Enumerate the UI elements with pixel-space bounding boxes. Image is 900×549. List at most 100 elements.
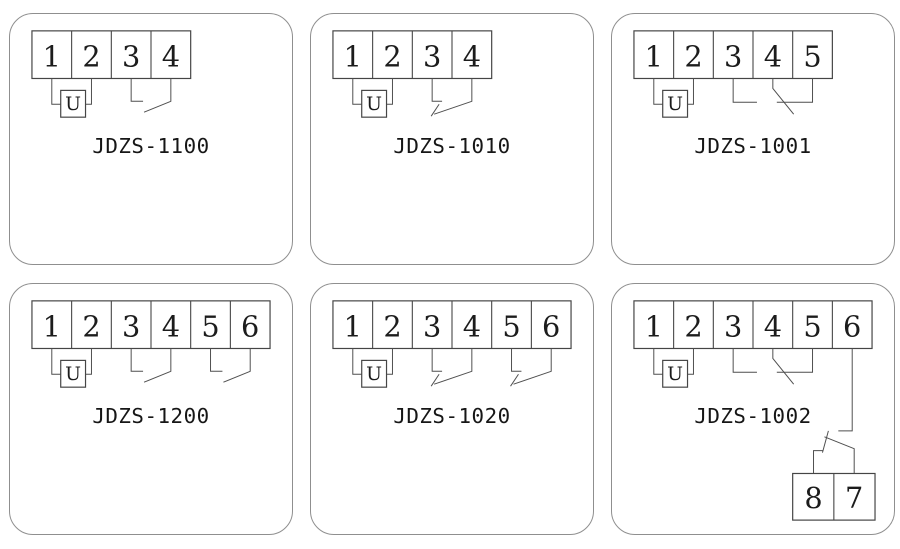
fixed-contact-lead [130, 348, 144, 372]
model-label: JDZS-1020 [393, 404, 510, 428]
terminal-number: 6 [241, 310, 259, 344]
terminal-number: 3 [423, 40, 441, 74]
terminal-number: 4 [463, 40, 481, 74]
closed-contact-tick [430, 104, 440, 117]
contact-normally-open [130, 348, 172, 383]
fixed-contact-lead-left [732, 348, 757, 373]
aux-lead-from-terminal-6 [838, 348, 853, 432]
terminal-number: 4 [463, 310, 481, 344]
terminal-number: 5 [803, 40, 821, 74]
terminal-number: 2 [383, 310, 401, 344]
terminal-number: 2 [684, 40, 702, 74]
aux-contact-blade [824, 436, 855, 474]
model-label: JDZS-1010 [393, 134, 510, 158]
terminal-strip-outline [633, 30, 833, 80]
contact-blade [433, 348, 473, 385]
closed-contact-tick [430, 374, 440, 387]
contact-normally-closed [510, 348, 552, 387]
u-box [662, 89, 689, 118]
model-label: JDZS-1200 [92, 404, 209, 428]
terminal-number: 1 [344, 310, 362, 344]
terminal-number: 3 [423, 310, 441, 344]
coil-lead-left [653, 78, 663, 105]
u-label: U [667, 364, 683, 385]
coil-lead-right [85, 78, 92, 105]
u-box [662, 359, 689, 388]
terminal-number: 2 [82, 310, 100, 344]
fixed-contact-lead [210, 348, 223, 372]
coil-assembly: U [51, 78, 92, 118]
fixed-contact-lead-right [776, 78, 814, 103]
coil-lead-left [653, 348, 663, 375]
model-label: JDZS-1100 [92, 134, 209, 158]
coil-lead-right [687, 78, 694, 105]
terminal-number: 4 [162, 40, 180, 74]
terminal-number: 2 [82, 40, 100, 74]
terminal-number: 6 [843, 310, 861, 344]
terminal-number: 4 [764, 40, 782, 74]
terminal-number: 2 [383, 40, 401, 74]
terminal-number: 4 [162, 310, 180, 344]
model-label: JDZS-1002 [694, 404, 811, 428]
u-box [361, 359, 388, 388]
aux-closed-contact-tick [821, 430, 829, 453]
aux-lead-terminal-8 [813, 450, 824, 474]
contact-normally-open [210, 348, 251, 383]
closed-contact-tick [510, 374, 519, 387]
coil-lead-right [85, 348, 92, 375]
fixed-contact-lead-right [776, 348, 814, 373]
u-label: U [366, 94, 382, 115]
u-label: U [65, 364, 81, 385]
coil-lead-left [51, 78, 61, 105]
terminal-number: 7 [845, 481, 863, 515]
coil-lead-right [687, 348, 694, 375]
fixed-contact-lead [431, 78, 443, 102]
fixed-contact-lead [511, 348, 522, 372]
contact-normally-closed [430, 348, 473, 387]
contact-blade [433, 78, 473, 115]
contact-blade [223, 348, 251, 383]
contact-changeover [732, 78, 814, 115]
u-label: U [65, 94, 81, 115]
terminal-number: 3 [724, 310, 742, 344]
terminal-number: 1 [645, 310, 663, 344]
terminal-number: 5 [502, 310, 520, 344]
coil-assembly: U [51, 348, 92, 388]
coil-lead-right [386, 348, 393, 375]
u-box [60, 89, 87, 118]
terminal-number: 1 [43, 310, 61, 344]
coil-lead-left [51, 348, 61, 375]
terminal-number: 1 [645, 40, 663, 74]
fixed-contact-lead-left [732, 78, 757, 103]
fixed-contact-lead [130, 78, 144, 102]
coil-lead-left [352, 348, 362, 375]
terminal-number: 8 [804, 481, 822, 515]
contact-blade [513, 348, 552, 385]
terminal-number: 4 [764, 310, 782, 344]
coil-lead-right [386, 78, 393, 105]
terminal-number: 2 [684, 310, 702, 344]
coil-lead-left [352, 78, 362, 105]
u-box [60, 359, 87, 388]
contact-blade [143, 78, 172, 113]
terminal-number: 3 [724, 40, 742, 74]
contact-blade [772, 78, 795, 115]
contact-blade [772, 348, 795, 385]
terminal-number: 3 [122, 310, 140, 344]
fixed-contact-lead [431, 348, 443, 372]
contact-blade [143, 348, 172, 383]
